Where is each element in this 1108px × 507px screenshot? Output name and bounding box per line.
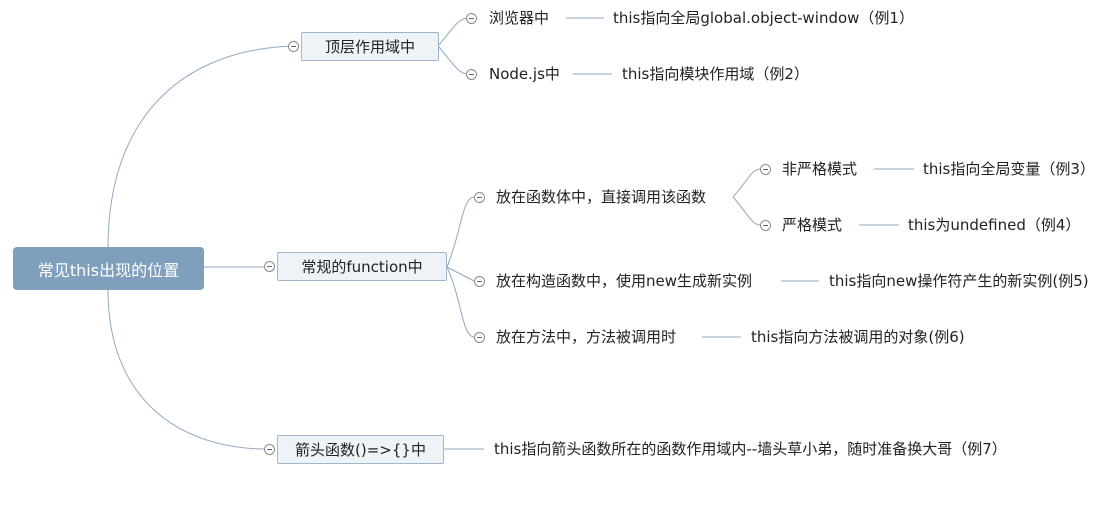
note-example-5: this指向new操作符产生的新实例(例5): [829, 272, 1089, 290]
collapse-toggle-icon[interactable]: [760, 220, 771, 231]
node-browser[interactable]: 浏览器中: [489, 9, 550, 27]
connector-b2c1-g1: [732, 168, 761, 198]
connector-b2-c1: [446, 196, 475, 268]
collapse-toggle-icon[interactable]: [474, 192, 485, 203]
node-nodejs[interactable]: Node.js中: [489, 65, 560, 83]
collapse-toggle-icon[interactable]: [288, 41, 299, 52]
node-direct-call[interactable]: 放在函数体中，直接调用该函数: [496, 188, 707, 206]
connector-b2c1-g2: [732, 196, 761, 226]
note-example-6: this指向方法被调用的对象(例6): [751, 328, 965, 346]
note-example-1: this指向全局global.object-window（例1）: [613, 9, 914, 27]
note-example-3: this指向全局变量（例3）: [923, 160, 1095, 178]
root-topic[interactable]: 常见this出现的位置: [13, 247, 204, 290]
collapse-toggle-icon[interactable]: [474, 332, 485, 343]
node-constructor[interactable]: 放在构造函数中，使用new生成新实例: [496, 272, 753, 290]
collapse-toggle-icon[interactable]: [474, 276, 485, 287]
note-example-2: this指向模块作用域（例2）: [622, 65, 809, 83]
collapse-toggle-icon[interactable]: [760, 164, 771, 175]
collapse-toggle-icon[interactable]: [264, 444, 275, 455]
note-example-7: this指向箭头函数所在的函数作用域内--墙头草小弟，随时准备换大哥（例7）: [494, 440, 1007, 458]
collapse-toggle-icon[interactable]: [264, 261, 275, 272]
connector-b2-c2: [446, 266, 475, 282]
collapse-toggle-icon[interactable]: [466, 13, 477, 24]
connector-b1-c2: [437, 45, 469, 75]
collapse-toggle-icon[interactable]: [466, 69, 477, 80]
branch-top-level-scope[interactable]: 顶层作用域中: [301, 32, 439, 61]
node-strict-mode[interactable]: 严格模式: [782, 216, 843, 234]
connector-b1-c1: [437, 17, 469, 47]
branch-arrow-function[interactable]: 箭头函数()=>{}中: [277, 435, 444, 464]
node-method[interactable]: 放在方法中，方法被调用时: [496, 328, 677, 346]
branch-regular-function[interactable]: 常规的function中: [277, 252, 447, 281]
note-example-4: this为undefined（例4）: [908, 216, 1081, 234]
connector-root-b3: [107, 289, 265, 450]
connector-b2-c3: [446, 266, 475, 338]
connector-root-b1: [107, 45, 297, 249]
node-non-strict-mode[interactable]: 非严格模式: [782, 160, 858, 178]
